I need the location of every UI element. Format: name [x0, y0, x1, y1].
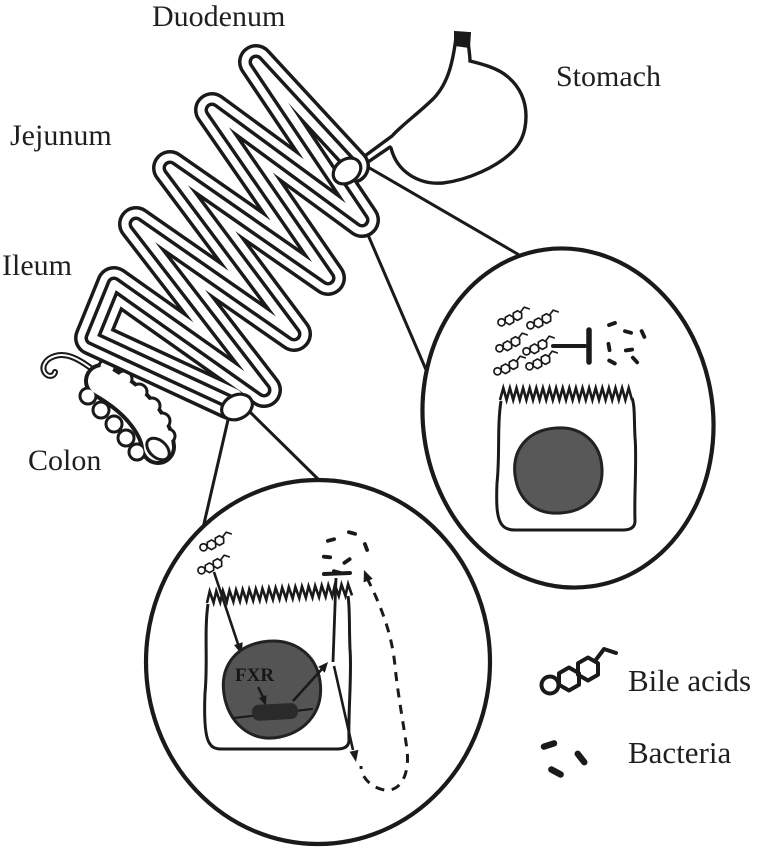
- enterocyte-cell-body: [203, 595, 353, 751]
- stomach-outline: [353, 30, 528, 185]
- appendix-tail-inner: [42, 354, 97, 377]
- cone-line: [249, 411, 322, 483]
- cone-line: [201, 418, 230, 530]
- legend: Bile acids Bacteria: [540, 649, 751, 779]
- microvilli-brush-border: [498, 383, 634, 405]
- legend-bile-acids-label: Bile acids: [628, 663, 751, 698]
- small-intestine-coils: [92, 62, 362, 402]
- circulation-dashed-loop: [359, 577, 410, 792]
- bile-acid-icon: [542, 649, 617, 694]
- microvilli-brush-border: [205, 579, 354, 608]
- stomach-lesser-curvature: [391, 36, 458, 137]
- stomach-label: Stomach: [556, 60, 661, 93]
- legend-bacteria-label: Bacteria: [628, 735, 732, 770]
- secretion-line-basolateral: [332, 665, 355, 751]
- arrowhead: [349, 749, 359, 762]
- secretion-line-apical: [331, 577, 338, 663]
- gene-product-arrow: [292, 668, 323, 702]
- colon-outline: [40, 352, 177, 464]
- arrowhead: [318, 662, 328, 673]
- fxr-label: FXR: [235, 665, 274, 686]
- cone-line: [359, 161, 523, 258]
- colon-label: Colon: [28, 444, 101, 477]
- enterocyte-cell-body: [495, 397, 638, 532]
- inhibition-bar-icon: [551, 327, 592, 365]
- gene-bar-icon: [251, 703, 298, 721]
- dashed-arrowhead: [363, 570, 373, 583]
- duodenum-label: Duodenum: [152, 0, 285, 33]
- cell-nucleus: [513, 426, 604, 515]
- stomach-greater-curvature: [389, 39, 528, 185]
- zoom-cone-bottom: [201, 411, 322, 530]
- ileum-colon-junction-marker: [220, 392, 254, 422]
- inset-fxr-cell: FXR: [143, 477, 493, 847]
- arrowhead: [258, 695, 267, 706]
- jejunum-label: Jejunum: [10, 119, 112, 152]
- inset-ileum-cell: [420, 246, 716, 590]
- cell-nucleus: [221, 639, 323, 740]
- bile-acid-to-fxr-arrow: [212, 571, 240, 645]
- ileum-label: Ileum: [2, 249, 72, 282]
- colon-open-end: [145, 436, 171, 462]
- bacteria-icon: [539, 739, 589, 779]
- esophagus-stub: [454, 30, 472, 49]
- target-gene: [233, 703, 313, 721]
- fxr-to-gene-arrow: [256, 686, 265, 698]
- inset-circle: [143, 477, 493, 847]
- duodenum-junction-marker: [331, 156, 363, 186]
